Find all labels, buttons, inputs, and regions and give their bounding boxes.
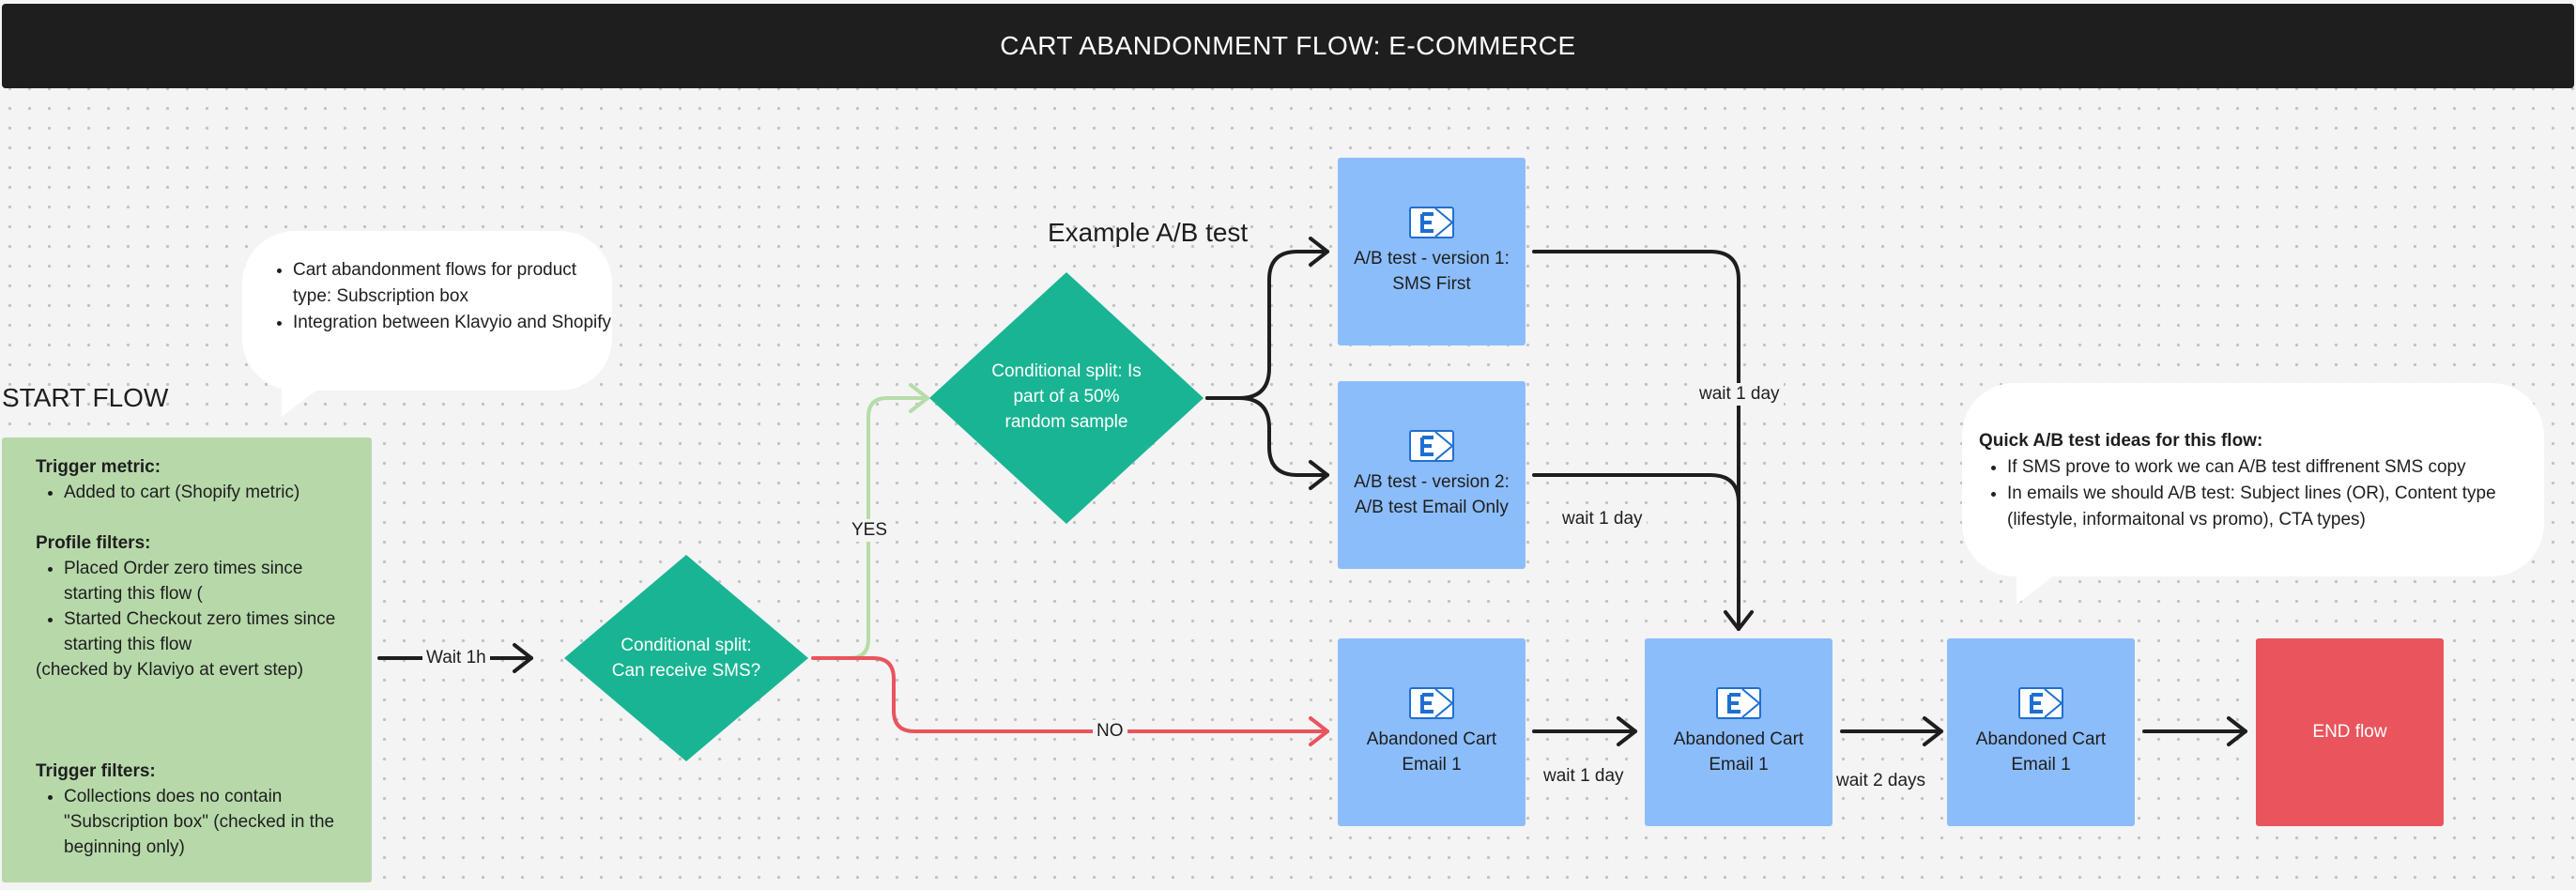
profile-filter-note: (checked by Klaviyo at evert step) bbox=[36, 660, 304, 680]
edge-ab-to-v2 bbox=[1205, 396, 1329, 477]
end-flow-box[interactable]: END flow bbox=[2256, 638, 2444, 826]
ab-split-label[interactable]: Conditional split: Is part of a 50% rand… bbox=[991, 361, 1142, 432]
email-envelope-icon bbox=[1409, 207, 1454, 238]
ab-ideas-title: Quick A/B test ideas for this flow: bbox=[1979, 431, 2263, 451]
email-ab-version-1[interactable]: A/B test - version 1: SMS First bbox=[1338, 158, 1526, 345]
trigger-filter-item: Collections does no contain "Subscriptio… bbox=[64, 784, 364, 860]
edge-label-yes: YES bbox=[848, 519, 892, 542]
email-label: Abandoned Cart Email 1 bbox=[1975, 729, 2107, 775]
note-item: Integration between Klavyio and Shopify bbox=[293, 310, 612, 336]
email-label: A/B test - version 1: SMS First bbox=[1354, 249, 1510, 294]
email-label: Abandoned Cart Email 1 bbox=[1673, 729, 1804, 775]
edge-ab-to-v1 bbox=[1205, 250, 1329, 400]
ab-idea-item: In emails we should A/B test: Subject li… bbox=[2007, 481, 2533, 533]
end-flow-label: END flow bbox=[2312, 722, 2387, 742]
page-title: CART ABANDONMENT FLOW: E-COMMERCE bbox=[1000, 31, 1576, 60]
trigger-metric-title: Trigger metric: bbox=[36, 457, 161, 477]
email-envelope-icon bbox=[2018, 687, 2063, 719]
edge-no bbox=[811, 656, 1329, 733]
profile-filters-title: Profile filters: bbox=[36, 533, 151, 553]
edge-v1-to-cart2 bbox=[1532, 250, 1740, 631]
email-ab-version-2[interactable]: A/B test - version 2: A/B test Email Onl… bbox=[1338, 381, 1526, 569]
email-envelope-icon bbox=[1409, 430, 1454, 462]
trigger-metric-item: Added to cart (Shopify metric) bbox=[64, 480, 364, 505]
profile-filter-item: Started Checkout zero times since starti… bbox=[64, 606, 364, 657]
start-flow-title: START FLOW bbox=[2, 383, 169, 412]
edge-label-wait-1h: Wait 1h bbox=[422, 647, 490, 669]
header-bar: CART ABANDONMENT FLOW: E-COMMERCE bbox=[2, 4, 2574, 88]
email-abandoned-cart-3[interactable]: Abandoned Cart Email 1 bbox=[1947, 638, 2135, 826]
email-label: A/B test - version 2: A/B test Email Onl… bbox=[1354, 472, 1510, 517]
note-item: Cart abandonment flows for product type:… bbox=[293, 257, 612, 310]
email-label: Abandoned Cart Email 1 bbox=[1366, 729, 1497, 775]
diamond-sms-split bbox=[564, 555, 808, 761]
email-envelope-icon bbox=[1409, 687, 1454, 719]
edge-label-wait-1-day-top: wait 1 day bbox=[1695, 383, 1784, 406]
ab-test-title: Example A/B test bbox=[1048, 218, 1249, 247]
trigger-filters-title: Trigger filters: bbox=[36, 761, 156, 781]
edge-label-wait-2-days: wait 2 days bbox=[1832, 770, 1930, 792]
sms-split-label[interactable]: Conditional split: Can receive SMS? bbox=[611, 636, 761, 681]
note-list: Cart abandonment flows for product type:… bbox=[270, 257, 612, 336]
note-bubble-right: Quick A/B test ideas for this flow: If S… bbox=[1962, 383, 2544, 576]
email-envelope-icon bbox=[1716, 687, 1761, 719]
ab-idea-item: If SMS prove to work we can A/B test dif… bbox=[2007, 454, 2533, 481]
bubble-tail bbox=[2016, 573, 2058, 605]
edge-label-no: NO bbox=[1093, 720, 1127, 743]
edge-label-wait-1-day-bottom: wait 1 day bbox=[1540, 765, 1628, 788]
note-bubble-left: Cart abandonment flows for product type:… bbox=[242, 231, 612, 391]
diamond-ab-split bbox=[929, 272, 1204, 524]
profile-filter-item: Placed Order zero times since starting t… bbox=[64, 556, 364, 606]
bubble-tail bbox=[282, 387, 321, 417]
edge-label-wait-1-day-mid: wait 1 day bbox=[1558, 508, 1647, 530]
email-abandoned-cart-2[interactable]: Abandoned Cart Email 1 bbox=[1645, 638, 1832, 826]
email-abandoned-cart-1[interactable]: Abandoned Cart Email 1 bbox=[1338, 638, 1526, 826]
edge-v2-to-cart2 bbox=[1532, 473, 1740, 631]
trigger-box[interactable]: Trigger metric: Added to cart (Shopify m… bbox=[2, 437, 372, 882]
